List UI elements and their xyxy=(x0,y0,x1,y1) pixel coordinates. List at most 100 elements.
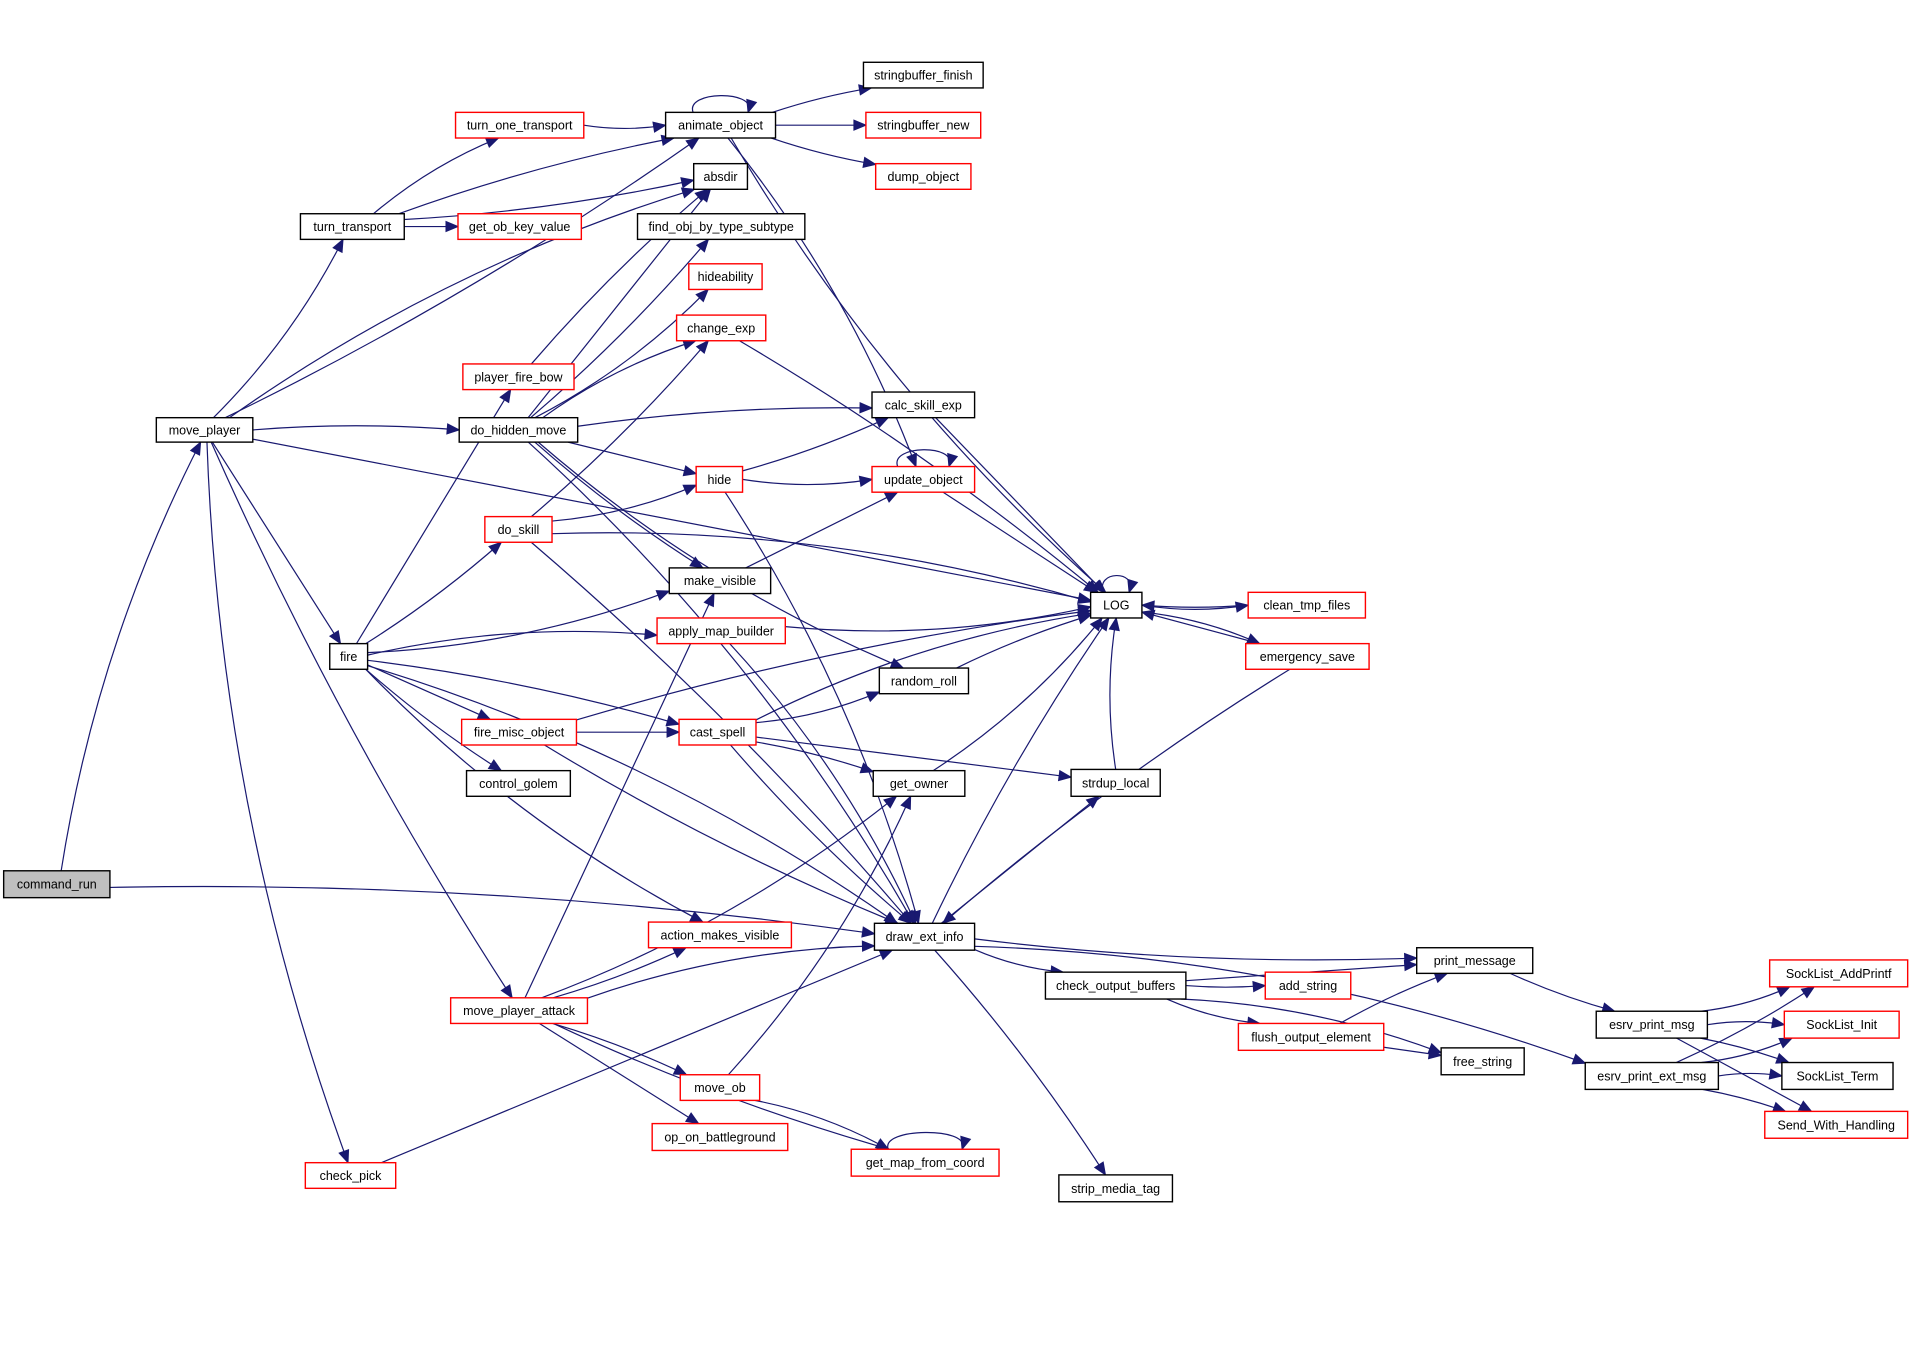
node-get_owner[interactable]: get_owner xyxy=(872,769,966,797)
node-animate_object[interactable]: animate_object xyxy=(664,111,777,139)
node-print_message[interactable]: print_message xyxy=(1416,947,1534,975)
node-esrv_print_msg[interactable]: esrv_print_msg xyxy=(1595,1010,1709,1039)
node-get_map_from_coord[interactable]: get_map_from_coord xyxy=(850,1148,1000,1177)
node-strdup_local[interactable]: strdup_local xyxy=(1070,768,1161,797)
node-find_obj_by_type_subtype[interactable]: find_obj_by_type_subtype xyxy=(636,213,806,241)
node-do_skill[interactable]: do_skill xyxy=(484,515,553,543)
node-box[interactable] xyxy=(1044,971,1187,1000)
node-box[interactable] xyxy=(636,213,806,241)
node-change_exp[interactable]: change_exp xyxy=(675,314,767,342)
node-box[interactable] xyxy=(679,1074,761,1102)
node-box[interactable] xyxy=(678,718,757,746)
node-box[interactable] xyxy=(1783,1010,1900,1039)
node-box[interactable] xyxy=(1245,642,1370,670)
node-box[interactable] xyxy=(1416,947,1534,975)
node-box[interactable] xyxy=(329,642,369,670)
node-op_on_battleground[interactable]: op_on_battleground xyxy=(651,1122,789,1152)
node-check_output_buffers[interactable]: check_output_buffers xyxy=(1044,971,1187,1000)
node-box[interactable] xyxy=(1781,1061,1894,1091)
node-box[interactable] xyxy=(873,922,976,951)
node-stringbuffer_finish[interactable]: stringbuffer_finish xyxy=(862,61,984,89)
node-box[interactable] xyxy=(688,263,763,291)
node-make_visible[interactable]: make_visible xyxy=(668,567,772,595)
node-box[interactable] xyxy=(465,769,572,797)
node-box[interactable] xyxy=(454,111,585,139)
node-box[interactable] xyxy=(1070,768,1161,797)
node-action_makes_visible[interactable]: action_makes_visible xyxy=(647,921,793,949)
node-stringbuffer_new[interactable]: stringbuffer_new xyxy=(865,111,982,139)
node-apply_map_builder[interactable]: apply_map_builder xyxy=(656,617,786,645)
node-box[interactable] xyxy=(874,162,972,191)
node-SockList_Term[interactable]: SockList_Term xyxy=(1781,1061,1894,1091)
node-box[interactable] xyxy=(1584,1061,1720,1091)
node-box[interactable] xyxy=(871,391,976,419)
node-box[interactable] xyxy=(675,314,767,342)
node-box[interactable] xyxy=(462,363,575,391)
node-fire_misc_object[interactable]: fire_misc_object xyxy=(460,718,578,746)
node-control_golem[interactable]: control_golem xyxy=(465,769,572,797)
node-box[interactable] xyxy=(304,1161,397,1190)
node-command_run[interactable]: command_run xyxy=(2,870,111,899)
node-box[interactable] xyxy=(862,61,984,89)
node-absdir[interactable]: absdir xyxy=(692,162,749,191)
node-box[interactable] xyxy=(878,667,970,695)
node-box[interactable] xyxy=(651,1122,789,1152)
node-do_hidden_move[interactable]: do_hidden_move xyxy=(458,416,579,443)
node-fire[interactable]: fire xyxy=(329,642,369,670)
node-box[interactable] xyxy=(1764,1110,1909,1139)
node-box[interactable] xyxy=(1058,1174,1174,1203)
node-esrv_print_ext_msg[interactable]: esrv_print_ext_msg xyxy=(1584,1061,1720,1091)
node-box[interactable] xyxy=(871,465,976,493)
node-box[interactable] xyxy=(1264,971,1352,1000)
node-box[interactable] xyxy=(668,567,772,595)
node-check_pick[interactable]: check_pick xyxy=(304,1161,397,1190)
node-turn_transport[interactable]: turn_transport xyxy=(299,213,405,241)
node-get_ob_key_value[interactable]: get_ob_key_value xyxy=(457,213,583,241)
node-hideability[interactable]: hideability xyxy=(688,263,763,291)
node-strip_media_tag[interactable]: strip_media_tag xyxy=(1058,1174,1174,1203)
node-free_string[interactable]: free_string xyxy=(1440,1047,1525,1076)
node-box[interactable] xyxy=(155,416,254,443)
node-SockList_AddPrintf[interactable]: SockList_AddPrintf xyxy=(1768,959,1909,988)
node-box[interactable] xyxy=(695,465,744,493)
node-random_roll[interactable]: random_roll xyxy=(878,667,970,695)
node-box[interactable] xyxy=(656,617,786,645)
node-box[interactable] xyxy=(664,111,777,139)
node-box[interactable] xyxy=(1247,591,1367,619)
node-update_object[interactable]: update_object xyxy=(871,465,976,493)
node-add_string[interactable]: add_string xyxy=(1264,971,1352,1000)
node-emergency_save[interactable]: emergency_save xyxy=(1245,642,1370,670)
node-box[interactable] xyxy=(692,162,749,191)
node-box[interactable] xyxy=(457,213,583,241)
node-move_player[interactable]: move_player xyxy=(155,416,254,443)
node-Send_With_Handling[interactable]: Send_With_Handling xyxy=(1764,1110,1909,1139)
node-box[interactable] xyxy=(1595,1010,1709,1039)
node-flush_output_element[interactable]: flush_output_element xyxy=(1237,1022,1385,1052)
node-box[interactable] xyxy=(460,718,578,746)
node-box[interactable] xyxy=(647,921,793,949)
node-box[interactable] xyxy=(1237,1022,1385,1052)
node-box[interactable] xyxy=(865,111,982,139)
node-turn_one_transport[interactable]: turn_one_transport xyxy=(454,111,585,139)
node-box[interactable] xyxy=(872,769,966,797)
node-box[interactable] xyxy=(850,1148,1000,1177)
node-box[interactable] xyxy=(484,515,553,543)
node-draw_ext_info[interactable]: draw_ext_info xyxy=(873,922,976,951)
node-box[interactable] xyxy=(1089,591,1143,619)
node-move_player_attack[interactable]: move_player_attack xyxy=(449,997,589,1025)
node-calc_skill_exp[interactable]: calc_skill_exp xyxy=(871,391,976,419)
node-SockList_Init[interactable]: SockList_Init xyxy=(1783,1010,1900,1039)
node-move_ob[interactable]: move_ob xyxy=(679,1074,761,1102)
node-box[interactable] xyxy=(458,416,579,443)
node-box[interactable] xyxy=(2,870,111,899)
node-cast_spell[interactable]: cast_spell xyxy=(678,718,757,746)
node-dump_object[interactable]: dump_object xyxy=(874,162,972,191)
node-box[interactable] xyxy=(1440,1047,1525,1076)
node-box[interactable] xyxy=(1768,959,1909,988)
node-box[interactable] xyxy=(449,997,589,1025)
node-LOG[interactable]: LOG xyxy=(1089,591,1143,619)
node-hide[interactable]: hide xyxy=(695,465,744,493)
node-clean_tmp_files[interactable]: clean_tmp_files xyxy=(1247,591,1367,619)
node-box[interactable] xyxy=(299,213,405,241)
node-player_fire_bow[interactable]: player_fire_bow xyxy=(462,363,575,391)
